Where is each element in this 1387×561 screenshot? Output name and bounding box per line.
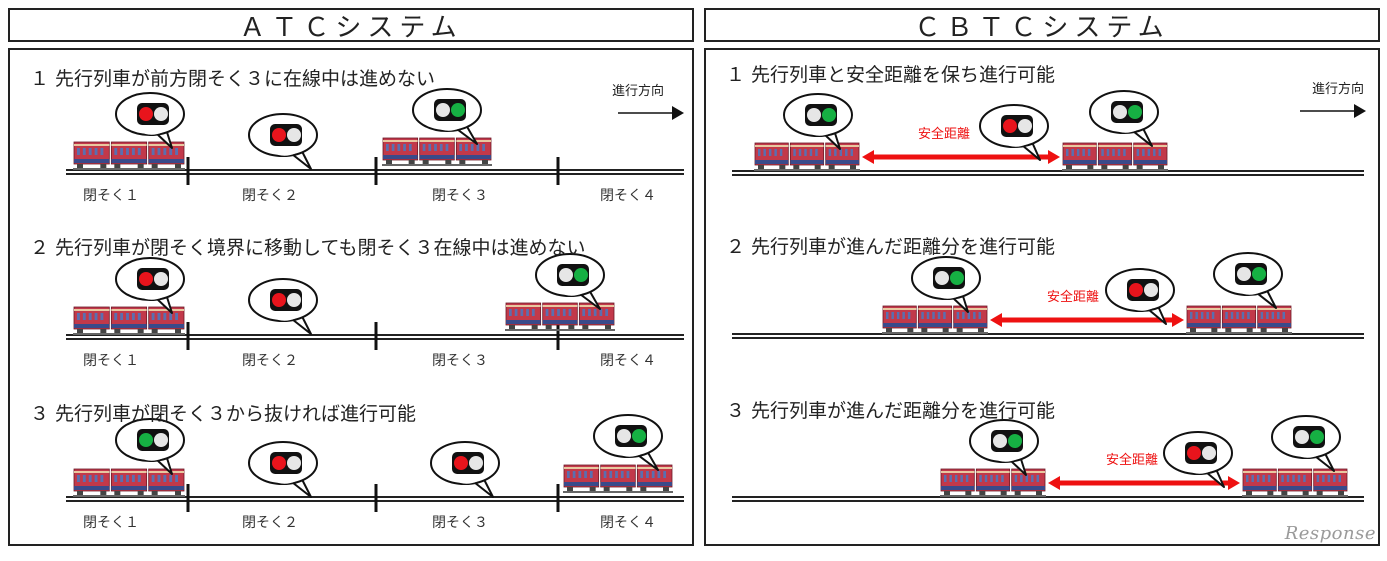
cbtc-safe-distance-label-1: 安全距離 [918,126,970,142]
atc-signal-bubble-1-2 [248,113,318,170]
atc-block-boundary-2-3 [556,322,560,350]
cbtc-caption-1: １ 先行列車と安全距離を保ち進行可能 [726,64,1056,86]
atc-direction-arrow [618,106,684,120]
cbtc-panel: ＣＢＴＣシステム 進行方向安全距離安全距離安全距離 １ 先行列車と安全距離を保ち… [704,8,1380,546]
cbtc-rails-1 [732,170,1364,176]
atc-block-label-3-1: 閉そく１ [83,515,139,531]
atc-signal-bubble-3-2 [248,441,318,498]
cbtc-direction-label: 進行方向 [1312,81,1364,97]
atc-block-boundary-3-3 [556,484,560,512]
cbtc-signal-bubble-1-2 [979,104,1049,161]
atc-signal-bubble-2-3 [535,253,605,310]
atc-train-1-2 [382,137,492,166]
atc-panel: ＡＴＣシステム 進行方向閉そく１ 閉そく２ 閉そく３ 閉そく４ 閉そく１ 閉そく２ 閉そく３… [8,8,694,546]
atc-direction-label: 進行方向 [612,83,664,99]
atc-body [8,48,694,546]
cbtc-rails-2 [732,333,1364,339]
atc-block-boundary-1-3 [556,157,560,185]
cbtc-signal-bubble-2-3 [1213,252,1283,309]
atc-block-label-3-3: 閉そく３ [432,515,488,531]
atc-block-label-2-3: 閉そく３ [432,353,488,369]
cbtc-safe-distance-label-2: 安全距離 [1047,289,1099,305]
atc-block-boundary-3-2 [374,484,378,512]
atc-block-label-2-4: 閉そく４ [600,353,656,369]
cbtc-rails-3 [732,496,1364,502]
atc-block-label-3-4: 閉そく４ [600,515,656,531]
atc-title: ＡＴＣシステム [8,8,694,43]
cbtc-title: ＣＢＴＣシステム [704,8,1380,43]
atc-caption-3: ３ 先行列車が閉そく３から抜ければ進行可能 [30,403,417,425]
cbtc-signal-bubble-1-3 [1089,90,1159,147]
atc-block-boundary-3-1 [186,484,190,512]
atc-block-boundary-2-2 [374,322,378,350]
cbtc-safe-distance-arrow-1 [862,150,1060,164]
cbtc-signal-bubble-2-1 [911,256,981,313]
atc-train-2-1 [73,306,185,335]
cbtc-train-lead-1 [1062,142,1168,171]
atc-signal-bubble-2-1 [115,257,185,314]
atc-signal-bubble-1-3 [412,88,482,145]
atc-train-1-1 [73,141,185,170]
cbtc-safe-distance-label-3: 安全距離 [1106,452,1158,468]
atc-block-boundary-2-1 [186,322,190,350]
atc-block-boundary-1-2 [374,157,378,185]
atc-block-label-2-2: 閉そく２ [242,353,298,369]
cbtc-signal-bubble-2-2 [1105,268,1175,325]
cbtc-caption-2: ２ 先行列車が進んだ距離分を進行可能 [726,236,1056,258]
atc-signal-bubble-3-4 [593,414,663,471]
atc-signal-bubble-3-1 [115,418,185,475]
cbtc-signal-bubble-3-2 [1163,431,1233,488]
cbtc-train-lead-3 [1242,468,1348,497]
atc-block-label-2-1: 閉そく１ [83,353,139,369]
cbtc-train-follow-3 [940,468,1046,497]
cbtc-signal-bubble-3-1 [969,419,1039,476]
cbtc-direction-arrow [1300,104,1366,118]
cbtc-safe-distance-arrow-3 [1048,476,1240,490]
cbtc-caption-3: ３ 先行列車が進んだ距離分を進行可能 [726,400,1056,422]
atc-train-3-2 [563,464,673,493]
atc-signal-bubble-3-3 [430,441,500,498]
atc-train-2-2 [505,302,615,331]
cbtc-train-follow-2 [882,305,988,334]
cbtc-train-follow-1 [754,142,860,171]
atc-block-label-1-3: 閉そく３ [432,188,488,204]
atc-block-label-1-2: 閉そく２ [242,188,298,204]
atc-block-label-1-4: 閉そく４ [600,188,656,204]
atc-signal-bubble-1-1 [115,92,185,149]
cbtc-body [704,48,1380,546]
response-logo: Response [1284,523,1376,544]
atc-block-label-1-1: 閉そく１ [83,188,139,204]
atc-caption-2: ２ 先行列車が閉そく境界に移動しても閉そく３在線中は進めない [30,237,586,259]
atc-block-label-3-2: 閉そく２ [242,515,298,531]
atc-signal-bubble-2-2 [248,278,318,335]
cbtc-signal-bubble-1-1 [783,93,853,150]
atc-caption-1: １ 先行列車が前方閉そく３に在線中は進めない [30,68,436,90]
atc-block-boundary-1-1 [186,157,190,185]
cbtc-signal-bubble-3-3 [1271,415,1341,472]
cbtc-safe-distance-arrow-2 [990,313,1184,327]
atc-train-3-1 [73,468,185,497]
cbtc-train-lead-2 [1186,305,1292,334]
